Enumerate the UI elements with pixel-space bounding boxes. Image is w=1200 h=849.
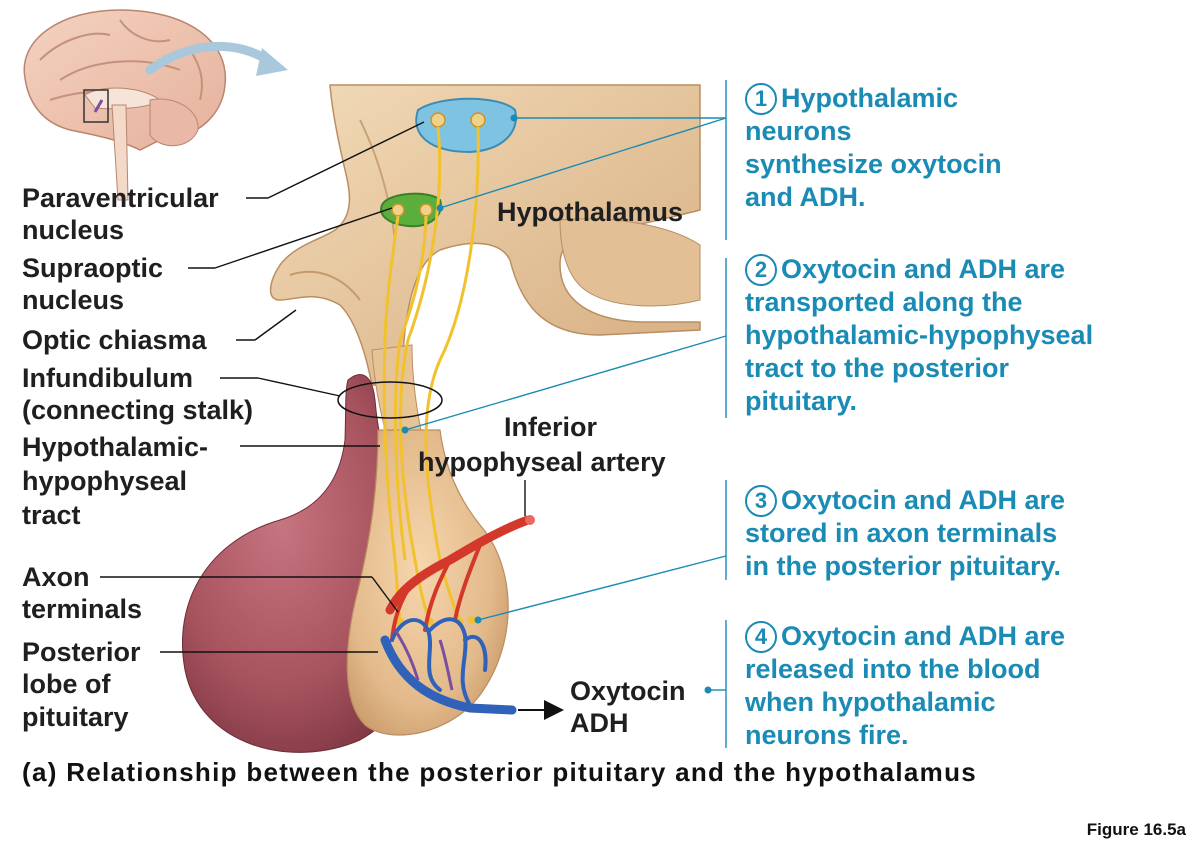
label-paraventricular-nucleus: nucleus: [22, 215, 125, 245]
step-4-line4: neurons fire.: [745, 720, 909, 750]
brain-thumbnail: [23, 9, 227, 201]
step-1-line4: and ADH.: [745, 182, 866, 212]
step-4-line2: released into the blood: [745, 654, 1041, 684]
step-3-line2: stored in axon terminals: [745, 518, 1058, 548]
step-2-line2: transported along the: [745, 287, 1023, 317]
label-axon-terminals: terminals: [22, 594, 143, 624]
label-infundibulum: Infundibulum: [22, 363, 193, 393]
step-1-line1: Hypothalamic: [781, 83, 959, 113]
inferior-hypophyseal-artery: [385, 515, 533, 642]
step-1-line2: neurons: [745, 116, 852, 146]
label-lobe-of: lobe of: [22, 669, 111, 699]
label-adh: ADH: [570, 708, 629, 738]
step-3-line1: Oxytocin and ADH are: [781, 485, 1066, 515]
label-supraoptic-nucleus: nucleus: [22, 285, 125, 315]
posterior-lobe: [346, 429, 509, 736]
step-1-line3: synthesize oxytocin: [745, 149, 1002, 179]
step-4-line3: when hypothalamic: [745, 687, 996, 717]
callout-lines: [404, 80, 727, 748]
zoom-arrow: [145, 42, 275, 75]
step-2-line3: hypothalamic-hypophyseal: [745, 320, 1094, 350]
label-hypothalamus: Hypothalamus: [497, 197, 684, 227]
label-connecting-stalk: (connecting stalk): [22, 395, 254, 425]
step-4-number: 4: [745, 621, 777, 653]
figure-number: Figure 16.5a: [1086, 820, 1186, 839]
step-3-number: 3: [745, 485, 777, 517]
label-tract-line3: tract: [22, 500, 81, 530]
label-optic-chiasma: Optic chiasma: [22, 325, 207, 355]
figure-caption: (a) Relationship between the posterior p…: [22, 757, 978, 787]
label-tract-line1: Hypothalamic-: [22, 432, 209, 462]
venous-capillaries: [380, 617, 517, 715]
leader-lines: [100, 121, 526, 653]
label-tract-line2: hypophyseal: [22, 466, 188, 496]
step-2-line4: tract to the posterior: [745, 353, 1010, 383]
label-pituitary: pituitary: [22, 702, 129, 732]
label-supraoptic: Supraoptic: [22, 253, 164, 283]
label-oxytocin: Oxytocin: [570, 676, 686, 706]
label-hypophyseal-artery: hypophyseal artery: [418, 447, 666, 477]
label-inferior: Inferior: [504, 412, 598, 442]
brain-region-box: [83, 89, 109, 123]
paraventricular-nucleus: [415, 97, 517, 154]
step-3-line3: in the posterior pituitary.: [745, 551, 1062, 581]
step-1-number: 1: [745, 83, 777, 115]
step-2-line1: Oxytocin and ADH are: [781, 254, 1066, 284]
label-paraventricular: Paraventricular: [22, 183, 219, 213]
label-axon: Axon: [22, 562, 90, 592]
step-2-line5: pituitary.: [745, 386, 858, 416]
infundibulum-ring: [337, 381, 443, 419]
neuron-cell-bodies: [391, 112, 486, 217]
label-posterior: Posterior: [22, 637, 141, 667]
step-4-line1: Oxytocin and ADH are: [781, 621, 1066, 651]
step-2-number: 2: [745, 254, 777, 286]
